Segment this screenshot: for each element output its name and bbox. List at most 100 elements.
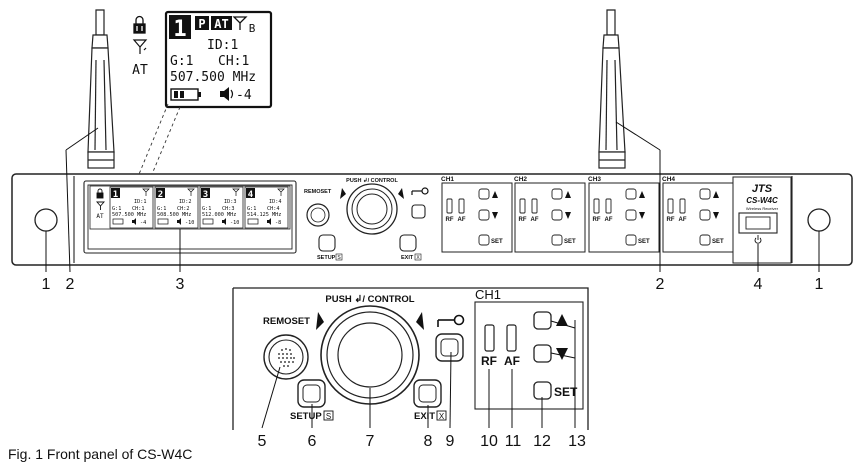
detail-set-label: SET <box>554 385 578 399</box>
detail-down-button[interactable] <box>533 344 552 363</box>
mounting-hole-right <box>807 208 831 232</box>
lcd-volume: -4 <box>236 88 252 103</box>
panel-setup-icon: S <box>337 255 341 261</box>
detail-push-control-label: PUSH ↲/ CONTROL <box>325 294 414 305</box>
set-button[interactable] <box>551 234 563 246</box>
panel-remoset-port[interactable] <box>306 203 330 227</box>
lcd-p-tag: P <box>198 17 205 31</box>
af-led <box>458 198 465 214</box>
set-button[interactable] <box>699 234 711 246</box>
detail-lock-button[interactable] <box>435 333 464 362</box>
display-id: ID:3 <box>224 199 237 205</box>
display-channel-number: 3 <box>203 190 208 200</box>
detail-af-led <box>506 324 517 352</box>
display-channel: CH:3 <box>222 206 235 212</box>
rf-label: RF <box>593 217 601 223</box>
model-subtitle: Wireless Receiver <box>746 206 779 211</box>
panel-exit-button[interactable] <box>399 234 417 252</box>
channel-block-label: CH3 <box>588 176 601 183</box>
display-frequency: 508.500 MHz <box>157 212 191 218</box>
panel-setup-button[interactable] <box>318 234 336 252</box>
battery-icon <box>170 88 201 101</box>
af-label: AF <box>679 217 687 223</box>
detail-up-button[interactable] <box>533 311 552 330</box>
display-antenna-icon <box>232 188 240 196</box>
detail-exit-button[interactable] <box>413 379 442 408</box>
set-button[interactable] <box>625 234 637 246</box>
display-battery-icon <box>202 218 214 225</box>
detail-exit-icon: X <box>439 412 445 421</box>
down-button[interactable] <box>478 209 490 221</box>
up-button[interactable] <box>625 188 637 200</box>
display-group: G:1 <box>247 206 256 212</box>
display-volume: -10 <box>230 220 239 226</box>
up-arrow-icon <box>639 191 645 198</box>
up-button[interactable] <box>699 188 711 200</box>
up-button[interactable] <box>551 188 563 200</box>
panel-setup: SETUP S <box>317 234 343 261</box>
af-led <box>531 198 538 214</box>
af-led <box>679 198 686 214</box>
callout-7: 7 <box>366 433 375 450</box>
detail-setup: SETUP S <box>290 379 334 422</box>
power-icon <box>754 235 762 244</box>
display-speaker-icon <box>267 218 271 225</box>
detail-exit: EXIT X <box>413 379 447 422</box>
channel-block-label: CH4 <box>662 176 675 183</box>
detail-lock-key <box>435 314 465 362</box>
af-led <box>605 198 612 214</box>
channel-block-label: CH2 <box>514 176 527 183</box>
panel-mode-indicator: AT <box>96 213 104 220</box>
display-id: ID:4 <box>269 199 282 205</box>
brand-box: JTS CS-W4C Wireless Receiver <box>732 176 792 264</box>
detail-exit-label: EXIT <box>414 411 435 422</box>
down-button[interactable] <box>551 209 563 221</box>
right-antenna <box>598 9 626 169</box>
up-button[interactable] <box>478 188 490 200</box>
set-button[interactable] <box>478 234 490 246</box>
panel-push-control-label: PUSH ↲/ CONTROL <box>346 177 398 184</box>
panel-lock-button[interactable] <box>411 204 426 219</box>
display-channel-number: 4 <box>248 190 254 200</box>
down-button[interactable] <box>699 209 711 221</box>
up-arrow-icon <box>565 191 571 198</box>
detail-set-button[interactable] <box>533 381 552 400</box>
brand-logo: JTS <box>752 183 773 195</box>
panel-exit-label: EXIT <box>401 255 414 261</box>
lcd-channel-number: 1 <box>173 17 186 42</box>
lcd-antenna-b: B <box>249 22 256 35</box>
panel-setup-label: SETUP <box>317 255 336 261</box>
antenna-signal-icon <box>132 39 148 54</box>
callout-5: 5 <box>258 433 267 450</box>
panel-lock-icon <box>96 188 104 199</box>
display-frequency: 514.125 MHz <box>247 212 281 218</box>
down-button[interactable] <box>625 209 637 221</box>
callout-1-right: 1 <box>815 276 824 293</box>
detail-setup-icon: S <box>326 412 331 421</box>
display-speaker-icon <box>177 218 181 225</box>
detail-control: PUSH ↲/ CONTROL <box>316 294 424 405</box>
model-name: CS-W4C <box>746 196 778 205</box>
down-arrow-icon <box>565 212 571 219</box>
detail-setup-button[interactable] <box>297 379 326 408</box>
detail-remoset-label: REMOSET <box>263 316 310 327</box>
callout-leaders-bottom <box>261 320 576 429</box>
detail-ch1-label: CH1 <box>475 287 501 302</box>
panel-exit-icon: X <box>416 255 420 261</box>
panel-control: PUSH ↲/ CONTROL <box>340 177 404 235</box>
detail-rf-led <box>484 324 495 352</box>
down-arrow-icon <box>713 212 719 219</box>
mode-indicator: AT <box>132 63 148 78</box>
detail-rf-label: RF <box>481 354 497 368</box>
rf-label: RF <box>446 217 454 223</box>
callout-leaders-top <box>45 121 820 273</box>
panel-exit: EXIT X <box>399 234 422 261</box>
display-antenna-icon <box>187 188 195 196</box>
